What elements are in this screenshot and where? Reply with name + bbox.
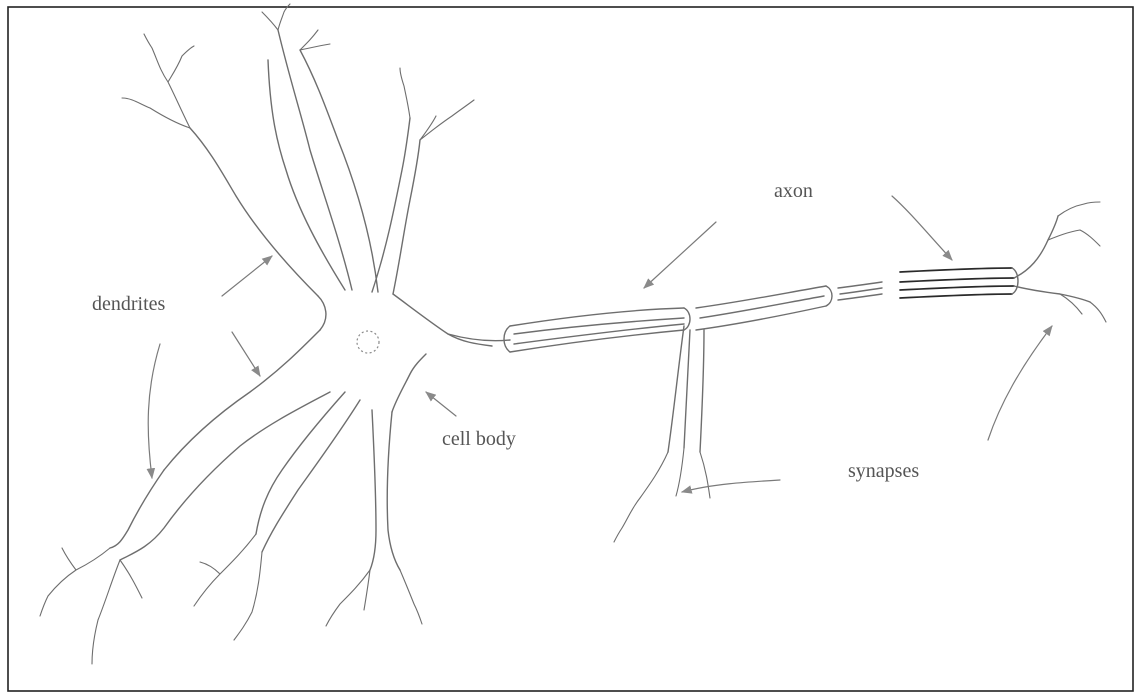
arrow-dendrites-middle xyxy=(232,332,260,376)
axon xyxy=(448,268,1018,542)
arrow-synapse-right xyxy=(988,326,1052,440)
label-cell-body: cell body xyxy=(442,428,516,451)
frame xyxy=(8,7,1133,691)
dendrite-lower-left xyxy=(40,392,330,664)
arrow-synapse-left xyxy=(682,480,780,492)
arrow-cell-body xyxy=(426,392,456,416)
arrow-axon-right xyxy=(892,196,952,260)
label-axon: axon xyxy=(774,180,813,203)
label-dendrites: dendrites xyxy=(92,293,165,316)
axon-terminal xyxy=(1014,202,1106,322)
label-synapses: synapses xyxy=(848,460,919,483)
dendrite-lower-center xyxy=(194,392,360,640)
dendrite-upper-right xyxy=(372,68,474,294)
label-arrows xyxy=(148,196,1052,492)
dendrite-lower-right xyxy=(326,410,422,626)
arrow-axon-left xyxy=(644,222,716,288)
arrow-dendrites-upper xyxy=(222,256,272,296)
arrow-dendrites-lower xyxy=(148,344,160,478)
nucleus xyxy=(357,331,379,353)
